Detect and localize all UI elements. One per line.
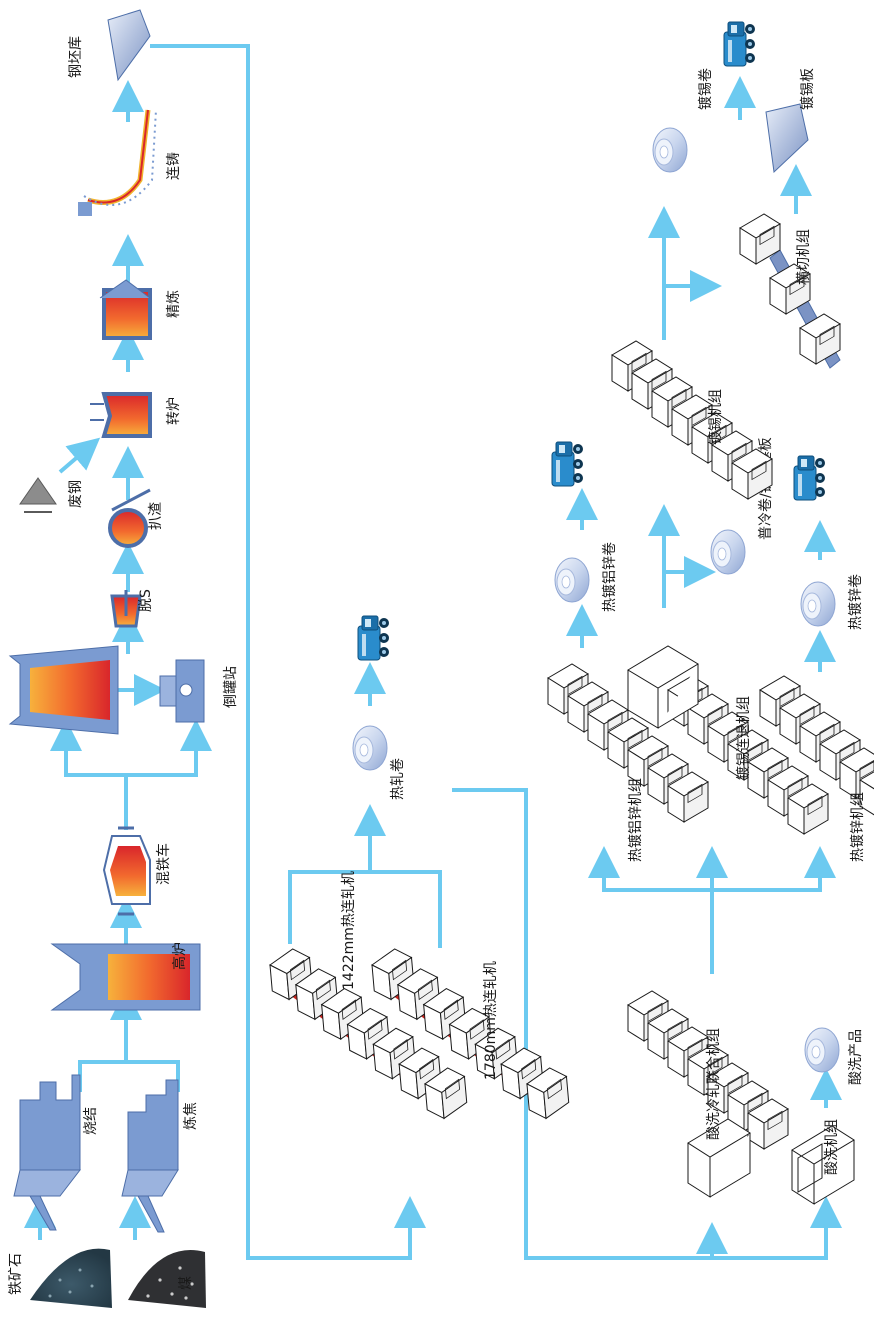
label-continuous-casting: 连铸 [166, 152, 182, 180]
label-ladle-station: 倒罐站 [223, 666, 239, 708]
truck-icon-tinned-coil [723, 21, 756, 67]
tinning-line [612, 341, 772, 499]
label-mill-1422: 1422mm热连轧机 [341, 871, 357, 990]
label-slab-yard: 钢坯库 [68, 36, 84, 78]
label-hot-dip-alu-zinc-coil: 热镀铝锌卷 [601, 542, 618, 612]
label-mill-1780: 1780mm热连轧机 [483, 961, 499, 1080]
scrap-pile-icon [19, 477, 57, 513]
truck-icon-alu-zinc [551, 441, 584, 487]
label-cut-to-length-line: 横切机组 [796, 229, 812, 285]
slag-ladle-icon [108, 488, 151, 548]
label-hot-dip-zinc-coil: 热镀锌卷 [847, 574, 864, 630]
flow-lines [24, 44, 842, 1260]
pickling-cold-rolling-line [628, 991, 788, 1198]
label-coking: 炼焦 [183, 1102, 199, 1130]
desulfurization-ladle-icon [110, 590, 142, 628]
label-pickling-line: 酸洗机组 [824, 1119, 840, 1175]
slab-icon [107, 9, 151, 82]
converter-icon [90, 392, 152, 438]
label-coal: 煤 [178, 1276, 194, 1290]
coal-pile [128, 1250, 206, 1308]
tinned-sheet-icon [765, 103, 809, 174]
label-tinned-sheet: 镀锡板 [799, 68, 816, 110]
label-converter: 转炉 [166, 397, 182, 425]
caster-icon [78, 109, 157, 216]
label-torpedo-car: 混铁车 [155, 843, 172, 885]
label-slag-removal: 扒渣 [148, 502, 164, 530]
tin-anneal-line [627, 645, 828, 834]
label-scrap-steel: 废钢 [68, 480, 84, 508]
label-iron-ore: 铁矿石 [8, 1253, 24, 1295]
truck-icon-zinc [793, 455, 826, 501]
label-refining: 精炼 [166, 290, 182, 318]
label-hot-dip-alu-zinc-line: 热镀铝锌机组 [627, 778, 644, 862]
tinned-coil [652, 127, 688, 173]
blast-furnace-icon [50, 943, 201, 1011]
hot-rolled-coil-icon [352, 725, 388, 771]
sinter-plant-icon [13, 1074, 82, 1231]
label-pickled-product: 酸洗产品 [848, 1029, 864, 1085]
label-desulfurization: 脱S [138, 589, 154, 612]
label-sintering: 烧结 [83, 1107, 99, 1135]
label-pickling-cold-rolling: 酸洗冷轧联合机组 [706, 1028, 722, 1140]
iron-ore-pile [30, 1248, 112, 1308]
pickled-product-coil [804, 1027, 840, 1073]
hot-dip-zinc-coil [800, 581, 836, 627]
ladle-station-icon [159, 659, 205, 723]
label-tin-anneal-line: 镀锡连退机组 [735, 696, 752, 780]
torpedo-car-icon [102, 826, 151, 916]
pickling-line [791, 1125, 855, 1205]
label-tinning-line: 镀锡机组 [707, 389, 724, 445]
cold-coil-tin-base [710, 529, 746, 575]
truck-icon-hot-coil [357, 615, 390, 661]
hot-dip-alu-zinc-coil [554, 557, 590, 603]
furnace-top-icon [8, 645, 119, 735]
coke-plant-icon [121, 1079, 179, 1233]
label-hot-dip-zinc-line: 热镀锌机组 [849, 792, 866, 862]
label-hot-rolled-coil: 热轧卷 [390, 758, 406, 800]
label-blast-furnace: 高炉 [171, 942, 188, 970]
label-tinned-coil: 镀锡卷 [697, 68, 714, 110]
refining-ladle-icon [99, 279, 152, 340]
cut-to-length-line [739, 213, 841, 369]
